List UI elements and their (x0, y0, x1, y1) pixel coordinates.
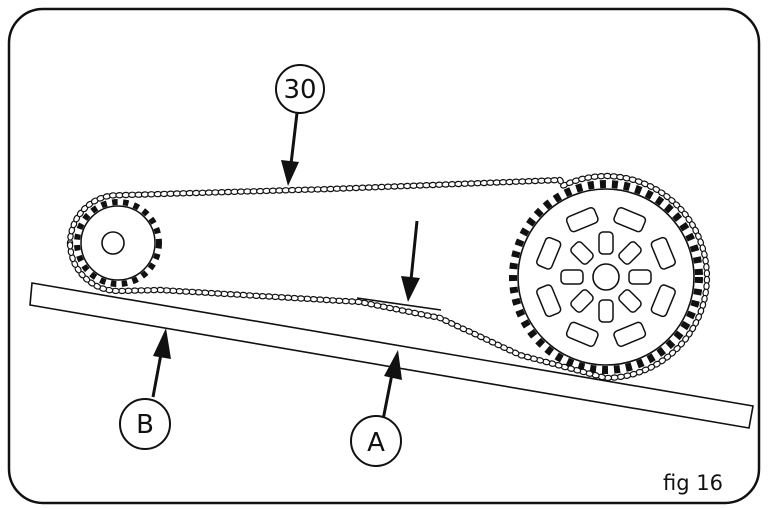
callout-b-label: B (136, 410, 154, 440)
callout-30-label: 30 (283, 75, 316, 105)
arrow-30 (289, 112, 299, 165)
callout-a: A (350, 415, 402, 467)
sprocket-window (598, 299, 614, 323)
sprocket-window (650, 284, 676, 318)
arrow-guide-head (401, 276, 420, 302)
arrow-b (151, 353, 163, 398)
sprocket-window (618, 241, 642, 265)
callout-b: B (119, 398, 171, 450)
roller-chain (66, 172, 711, 382)
sprocket-cutouts (536, 207, 676, 347)
arrow-a-head (384, 350, 402, 380)
sprocket-window (536, 284, 562, 318)
callout-30: 30 (275, 64, 325, 114)
sprocket-window (570, 241, 594, 265)
chain-link (66, 241, 74, 250)
sprocket-window (565, 207, 599, 233)
rear-sprocket-hub (592, 263, 620, 291)
rear-sprocket (509, 180, 703, 374)
sprocket-window (570, 289, 594, 313)
front-sprocket-hub (101, 231, 125, 255)
rail-bar (29, 282, 754, 429)
sprocket-window (650, 236, 676, 270)
arrow-guide (409, 220, 419, 281)
sprocket-window (560, 269, 584, 285)
sprocket-window (613, 321, 647, 347)
figure-label: fig 16 (663, 471, 723, 495)
sprocket-window (618, 289, 642, 313)
sprocket-window (613, 207, 647, 233)
chain-guide (356, 297, 442, 311)
sprocket-window (536, 236, 562, 270)
sprocket-window (565, 321, 599, 347)
sprocket-window (628, 269, 652, 285)
callout-a-label: A (367, 428, 385, 458)
front-sprocket (74, 199, 162, 287)
arrow-30-head (281, 160, 299, 186)
arrow-b-head (153, 328, 171, 359)
sprocket-window (598, 231, 614, 255)
